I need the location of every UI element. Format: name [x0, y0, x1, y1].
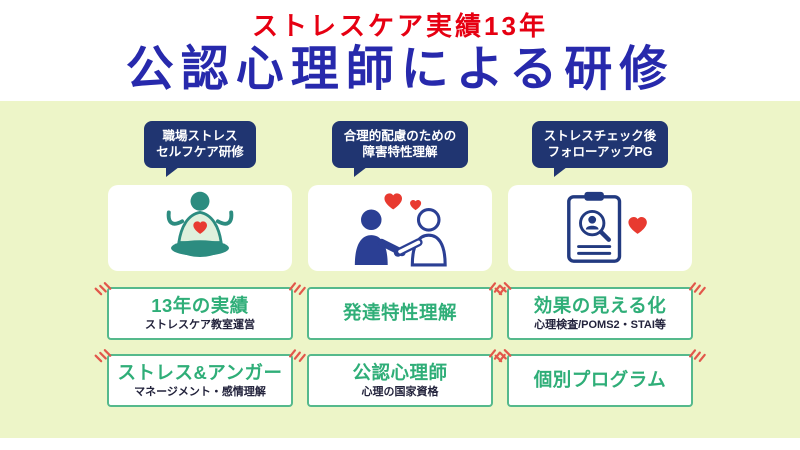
feature-subtitle: 心理の国家資格 [361, 385, 439, 398]
illustration-card [108, 185, 292, 271]
meditation-illustration-icon [166, 191, 234, 257]
header: ストレスケア実績13年 公認心理師による研修 [0, 0, 800, 101]
checklist-magnifier-illustration-icon [567, 191, 647, 263]
heart-icon [628, 217, 647, 234]
feature-title: ストレス&アンガー [117, 362, 283, 384]
emphasis-lines-icon [688, 349, 706, 363]
handshake-illustration-icon [354, 193, 447, 267]
bubble-row: 職場ストレス セルフケア研修 合理的配慮のための 障害特性理解 ストレスチェック… [104, 121, 696, 181]
feature-subtitle: マネージメント・感情理解 [134, 385, 266, 398]
illustration-card [308, 185, 492, 271]
speech-bubble-selfcare: 職場ストレス セルフケア研修 [144, 121, 256, 176]
bubble-line: セルフケア研修 [156, 145, 244, 160]
bubble-line: 職場ストレス [162, 129, 238, 143]
emphasis-lines-icon [288, 349, 306, 363]
emphasis-lines-icon [94, 282, 112, 296]
speech-bubble-accommodation: 合理的配慮のための 障害特性理解 [331, 121, 469, 176]
illustration-card [508, 185, 692, 271]
feature-box-track-record: 13年の実績 ストレスケア教室運営 [94, 282, 306, 340]
emphasis-lines-icon [688, 282, 706, 296]
feature-box-visible-results: 効果の見える化 心理検査/POMS2・STAI等 [494, 282, 706, 340]
bubble-cell: ストレスチェック後 フォローアップPG [531, 121, 669, 181]
bubble-cell: 合理的配慮のための 障害特性理解 [331, 121, 469, 181]
feature-row-1: 13年の実績 ストレスケア教室運営 発達特性理解 効果の見える化 心理検査/PO… [94, 282, 706, 340]
feature-box-licensed-psychologist: 公認心理師 心理の国家資格 [307, 349, 506, 407]
emphasis-lines-icon [494, 282, 512, 296]
bubble-line: ストレスチェック後 [543, 129, 657, 143]
emphasis-lines-icon [494, 349, 512, 363]
feature-title: 個別プログラム [533, 369, 667, 391]
speech-bubble-followup: ストレスチェック後 フォローアップPG [531, 121, 669, 176]
feature-title: 公認心理師 [352, 362, 448, 384]
banner-subtitle: ストレスケア実績13年 [252, 11, 548, 41]
feature-title: 効果の見える化 [533, 295, 667, 317]
bubble-cell: 職場ストレス セルフケア研修 [144, 121, 256, 181]
feature-box-individual-program: 個別プログラム [494, 349, 706, 407]
banner-title: 公認心理師による研修 [125, 42, 675, 96]
feature-subtitle: 心理検査/POMS2・STAI等 [534, 318, 666, 331]
content-panel: 職場ストレス セルフケア研修 合理的配慮のための 障害特性理解 ストレスチェック… [0, 101, 800, 438]
feature-box-developmental-traits: 発達特性理解 [307, 282, 506, 340]
feature-title: 発達特性理解 [342, 302, 457, 324]
bubble-line: 障害特性理解 [362, 145, 438, 160]
feature-box-stress-anger: ストレス&アンガー マネージメント・感情理解 [94, 349, 306, 407]
emphasis-lines-icon [288, 282, 306, 296]
heart-icon [193, 221, 207, 234]
feature-subtitle: ストレスケア教室運営 [145, 318, 255, 331]
bubble-line: 合理的配慮のための [343, 129, 457, 143]
feature-title: 13年の実績 [151, 295, 249, 317]
bubble-line: フォローアップPG [547, 145, 653, 160]
heart-icon [384, 193, 403, 210]
heart-icon [410, 199, 422, 211]
feature-row-2: ストレス&アンガー マネージメント・感情理解 公認心理師 心理の国家資格 個別プ… [94, 349, 706, 407]
emphasis-lines-icon [94, 349, 112, 363]
illustration-row [104, 185, 696, 271]
